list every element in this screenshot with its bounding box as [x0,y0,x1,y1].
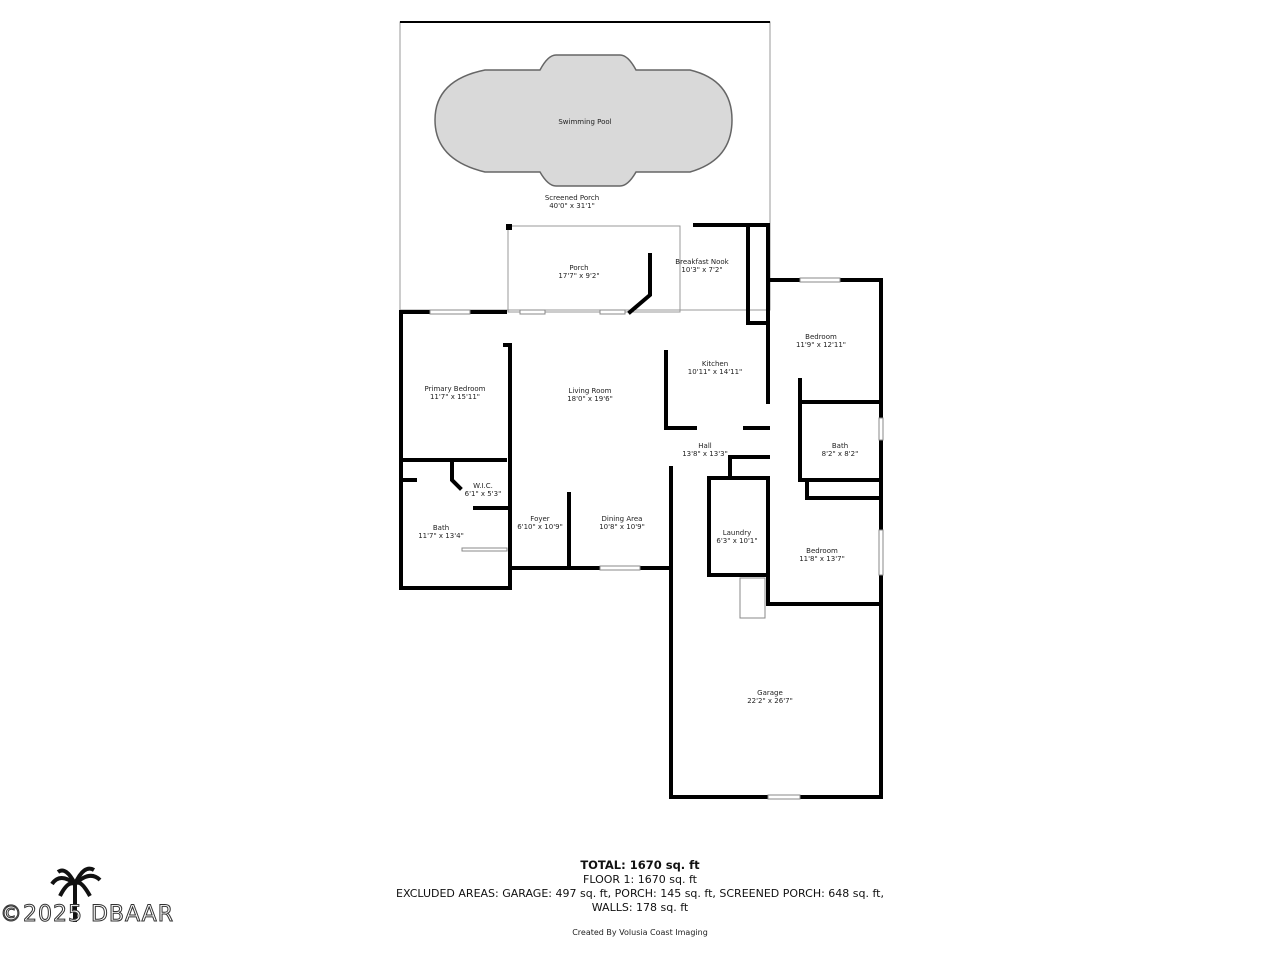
swimming-pool [434,54,733,187]
room-label-bath: Bath [832,442,848,450]
room-label-garage: Garage [757,689,783,697]
watermark: ©2025 DBAAR [0,902,175,928]
room-label-bedroom: Bedroom [805,333,837,341]
porch-outline [507,225,681,313]
room-label-primary-bedroom: Primary Bedroom [425,385,486,393]
walls [399,223,883,799]
windows [429,277,884,800]
svg-text:11'8" x 13'7": 11'8" x 13'7" [799,555,845,563]
svg-text:8'2" x 8'2": 8'2" x 8'2" [822,450,859,458]
svg-text:11'7" x 15'11": 11'7" x 15'11" [430,393,480,401]
excluded-areas: EXCLUDED AREAS: GARAGE: 497 sq. ft, PORC… [396,887,884,900]
svg-text:6'1" x 5'3": 6'1" x 5'3" [465,490,502,498]
svg-text:11'7" x 13'4": 11'7" x 13'4" [418,532,464,540]
room-label-foyer: Foyer [530,515,550,523]
svg-text:13'8" x 13'3": 13'8" x 13'3" [682,450,728,458]
room-label-wic: W.I.C. [473,482,493,490]
room-labels: Swimming Pool Screened Porch 40'0" x 31'… [418,118,858,705]
room-label-primary-bath: Bath [433,524,449,532]
total-area: TOTAL: 1670 sq. ft [580,858,700,872]
svg-text:10'3" x 7'2": 10'3" x 7'2" [681,266,722,274]
svg-text:6'10" x 10'9": 6'10" x 10'9" [517,523,563,531]
credit-text: Created By Volusia Coast Imaging [572,928,708,937]
room-label-laundry: Laundry [723,529,752,537]
room-label-porch: Porch [569,264,588,272]
svg-text:18'0" x 19'6": 18'0" x 19'6" [567,395,613,403]
room-label-bedroom-2: Bedroom [806,547,838,555]
palm-tree-logo [50,866,102,922]
svg-text:40'0" x 31'1": 40'0" x 31'1" [549,202,595,210]
room-label-breakfast-nook: Breakfast Nook [675,258,729,266]
svg-text:10'8" x 10'9": 10'8" x 10'9" [599,523,645,531]
room-label-dining-area: Dining Area [602,515,643,523]
svg-text:17'7" x 9'2": 17'7" x 9'2" [558,272,599,280]
svg-text:11'9" x 12'11": 11'9" x 12'11" [796,341,846,349]
floor-area: FLOOR 1: 1670 sq. ft [583,873,697,886]
room-label-living-room: Living Room [569,387,612,395]
walls-area: WALLS: 178 sq. ft [591,901,689,914]
svg-text:10'11" x 14'11": 10'11" x 14'11" [688,368,743,376]
svg-text:22'2" x 26'7": 22'2" x 26'7" [747,697,793,705]
room-label-kitchen: Kitchen [702,360,728,368]
room-label-hall: Hall [698,442,711,450]
room-label-screened-porch: Screened Porch [545,194,599,202]
room-label-swimming-pool: Swimming Pool [558,118,611,126]
svg-text:6'3" x 10'1": 6'3" x 10'1" [716,537,757,545]
